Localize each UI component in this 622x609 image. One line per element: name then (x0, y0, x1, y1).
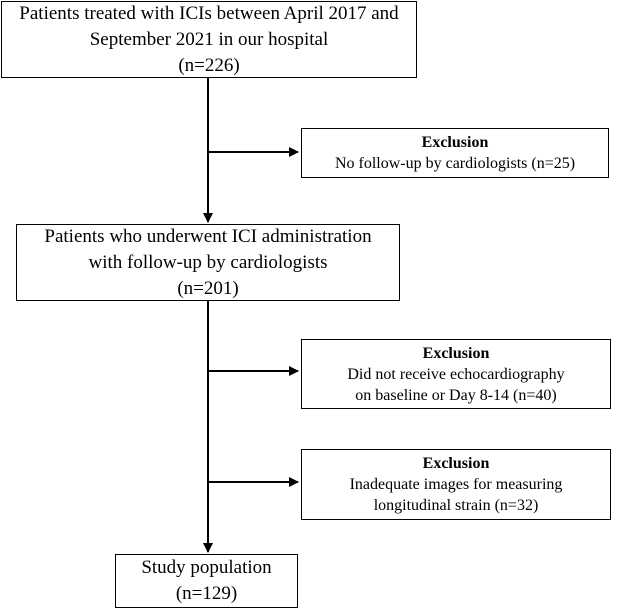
box-line: longitudinal strain (n=32) (373, 497, 539, 514)
box-line: Patients who underwent ICI administratio… (44, 225, 372, 247)
box-line: Did not receive echocardiography (347, 365, 565, 383)
box-line: September 2021 in our hospital (89, 28, 329, 50)
exclusion-heading: Exclusion (422, 344, 490, 362)
box-patients-followup: Patients who underwent ICI administratio… (16, 224, 400, 301)
exclusion-heading: Exclusion (422, 455, 490, 472)
box-line: Inadequate images for measuring (349, 476, 563, 493)
box-line: (n=226) (178, 54, 240, 76)
exclusion-heading: Exclusion (421, 134, 489, 151)
box-exclusion-1: Exclusion No follow-up by cardiologists … (301, 128, 609, 178)
box-line: with follow-up by cardiologists (88, 251, 328, 273)
box-line: Patients treated with ICIs between April… (19, 2, 399, 24)
box-study-population: Study population (n=129) (115, 554, 298, 608)
box-line: on baseline or Day 8-14 (n=40) (355, 386, 557, 404)
box-line: (n=201) (177, 277, 239, 299)
box-exclusion-2: Exclusion Did not receive echocardiograp… (301, 339, 611, 409)
box-line: (n=129) (175, 583, 238, 604)
box-line: No follow-up by cardiologists (n=25) (334, 155, 576, 172)
box-patients-treated: Patients treated with ICIs between April… (1, 1, 417, 78)
box-line: Study population (141, 557, 272, 578)
box-exclusion-3: Exclusion Inadequate images for measurin… (301, 449, 611, 520)
